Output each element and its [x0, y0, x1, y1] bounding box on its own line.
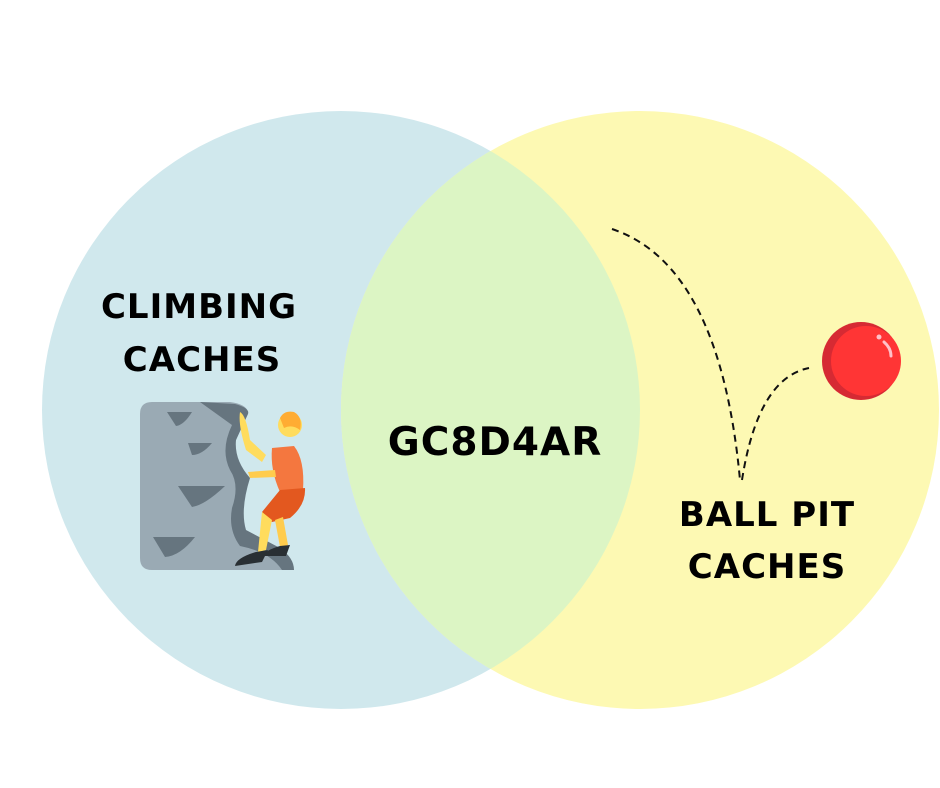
- intersection-label: GC8D4AR: [388, 420, 603, 465]
- ball-bounce-trajectory: [611, 228, 810, 481]
- rock-climber-icon: [140, 402, 306, 570]
- red-ball-icon: [822, 322, 901, 400]
- left-set-label-line2: CACHES: [123, 340, 281, 380]
- right-set-label-line1: BALL PIT: [679, 495, 855, 535]
- intersection-region: [341, 111, 640, 709]
- left-set-label-line1: CLIMBING: [101, 287, 297, 327]
- right-set-label-line2: CACHES: [688, 547, 846, 587]
